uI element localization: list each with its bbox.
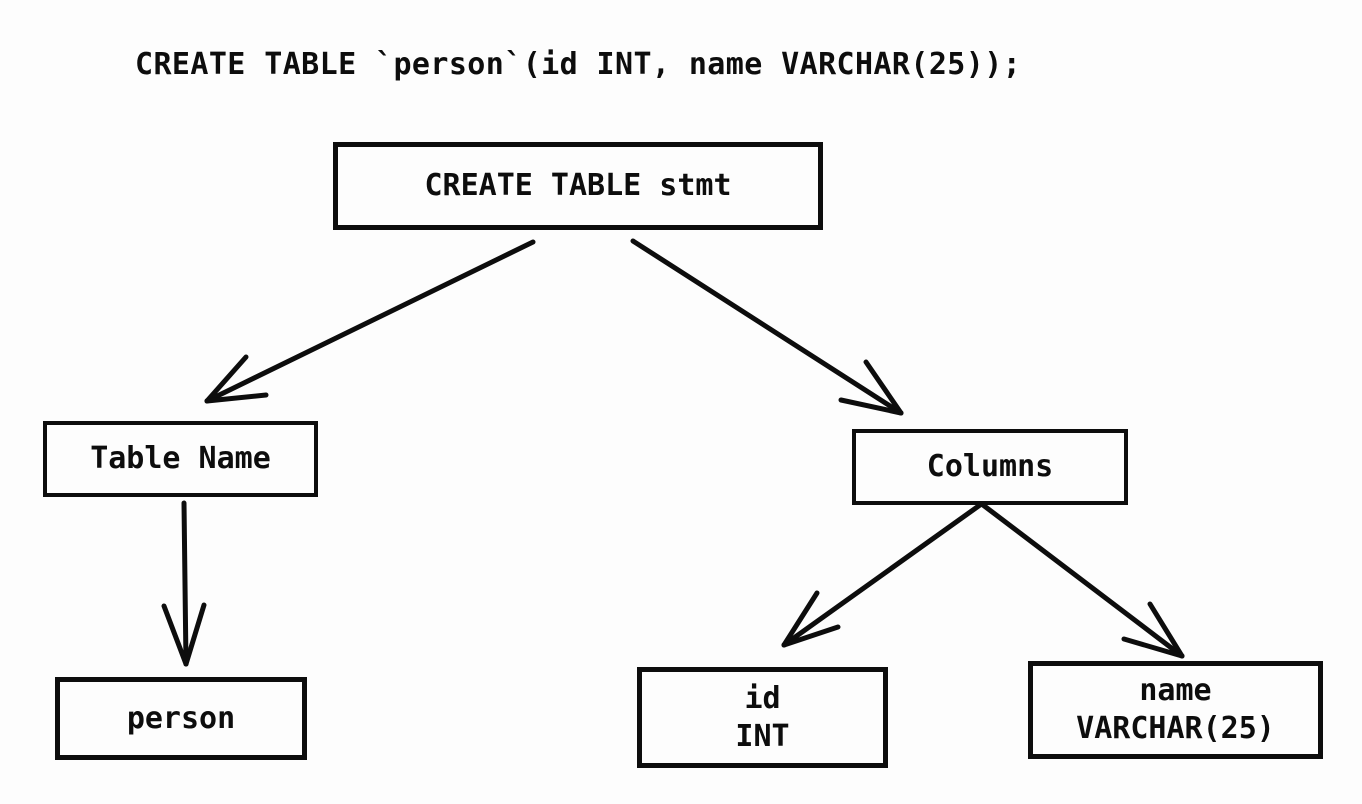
node-create-table-stmt: CREATE TABLE stmt [333, 142, 823, 230]
column-name-label: id [744, 680, 781, 716]
edge-root-to-table-name [204, 239, 536, 404]
node-label: person [126, 700, 236, 736]
node-label: CREATE TABLE stmt [424, 168, 732, 203]
node-label: Columns [926, 449, 1054, 484]
node-table-name-value: person [55, 677, 307, 760]
node-column-id: id INT [637, 667, 888, 768]
node-column-name: name VARCHAR(25) [1028, 661, 1323, 759]
edge-root-to-columns [630, 238, 904, 416]
edge-columns-to-name [980, 502, 1185, 659]
node-columns: Columns [852, 429, 1128, 505]
edge-columns-to-id [781, 502, 983, 648]
node-label: Table Name [90, 441, 271, 476]
edge-table-name-to-person [161, 500, 207, 667]
column-name-label: name [1139, 673, 1212, 708]
node-table-name: Table Name [43, 421, 318, 497]
column-type-label: INT [735, 718, 790, 754]
column-type-label: VARCHAR(25) [1076, 711, 1275, 746]
sql-statement-text: CREATE TABLE `person`(id INT, name VARCH… [135, 47, 1022, 82]
